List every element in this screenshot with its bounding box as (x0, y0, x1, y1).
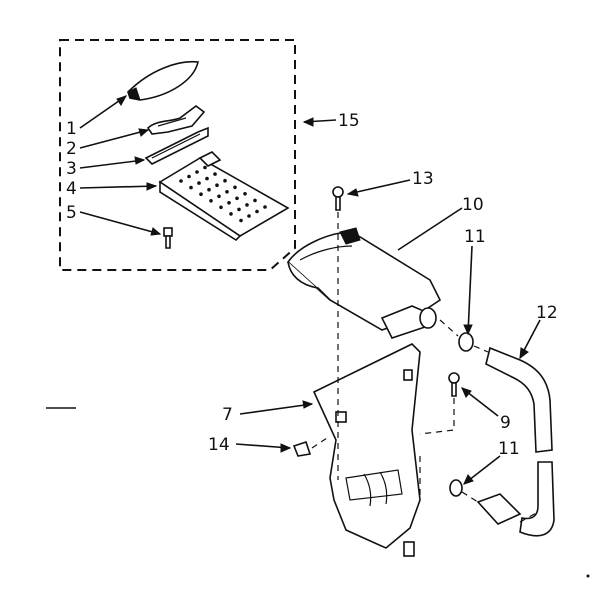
hose-connector (476, 493, 522, 525)
tray-hole (227, 201, 231, 205)
callout-5: 5 (66, 203, 77, 223)
part-1-cover (127, 60, 199, 101)
part-7-plate (312, 343, 421, 557)
tray-hole (253, 198, 257, 203)
part-10-housing (286, 227, 442, 339)
tray-hole (203, 165, 207, 170)
tray-hole (223, 178, 227, 183)
tray-hole (179, 179, 183, 183)
part-9-screw (448, 372, 460, 397)
callout-2: 2 (66, 139, 77, 159)
tray-hole (209, 199, 213, 203)
tray-hole (233, 185, 237, 190)
tray-hole (195, 170, 199, 174)
leader-lines (46, 95, 541, 485)
callout-3: 3 (66, 159, 77, 179)
part-5-screw (163, 227, 173, 249)
stray-mark (586, 574, 590, 578)
tray-hole (225, 190, 229, 194)
assembly-15-boundary (59, 39, 296, 271)
callout-13: 13 (412, 169, 434, 189)
tray-hole (199, 192, 203, 196)
part-14-clip (292, 440, 312, 457)
callout-11-lower: 11 (498, 439, 520, 459)
tray-hole (263, 205, 267, 209)
callout-10: 10 (462, 195, 484, 215)
tray-hole (217, 194, 221, 199)
tray-hole (187, 174, 191, 179)
callout-labels: 1 2 3 4 5 15 13 10 11 12 7 14 9 11 (66, 111, 558, 459)
part-3-bracket (144, 126, 209, 165)
callout-12: 12 (536, 303, 558, 323)
tray-hole (215, 183, 219, 187)
callout-7: 7 (222, 405, 233, 425)
tray-hole (239, 218, 243, 223)
alignment-lines (311, 212, 539, 523)
part-4-tray (158, 151, 290, 242)
tray-hole (247, 214, 251, 218)
tray-hole (189, 185, 193, 190)
tray-hole (207, 187, 211, 192)
callout-9: 9 (500, 413, 511, 433)
part-2-clip (146, 105, 206, 135)
part-12-hose (485, 346, 555, 537)
tray-hole (255, 209, 259, 214)
callout-14: 14 (208, 435, 230, 455)
tray-hole (237, 207, 241, 212)
tray-perforations (179, 165, 267, 223)
tray-hole (243, 192, 247, 196)
callout-4: 4 (66, 179, 77, 199)
callout-1: 1 (66, 119, 77, 139)
tray-hole (205, 176, 209, 181)
tray-hole (213, 172, 217, 176)
tray-hole (197, 181, 201, 185)
tray-hole (229, 212, 233, 216)
part-13-screw (332, 186, 344, 211)
part-11-clamp-upper (458, 332, 474, 352)
tray-hole (245, 203, 249, 207)
tray-hole (235, 196, 239, 201)
callout-15: 15 (338, 111, 360, 131)
tray-hole (219, 205, 223, 210)
part-11-clamp-lower (449, 479, 463, 497)
callout-11-upper: 11 (464, 227, 486, 247)
